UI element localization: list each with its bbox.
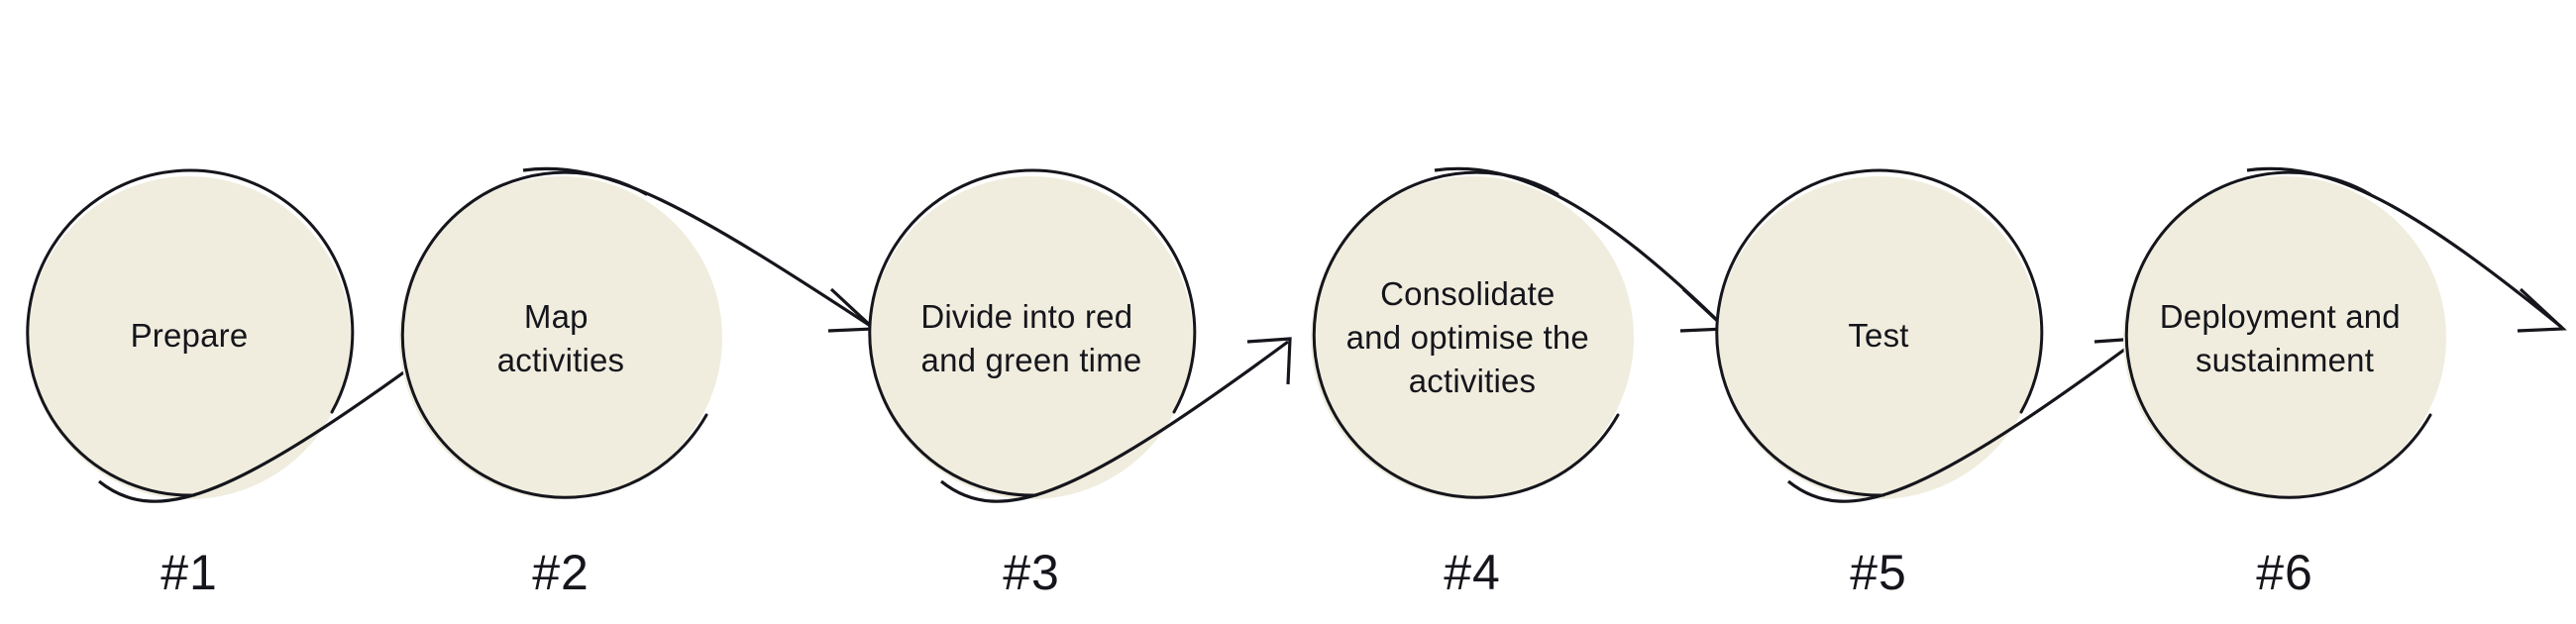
step-circle-fill-3: [870, 176, 1193, 499]
step-text-line: and optimise the: [1346, 319, 1589, 356]
step-text-2: Map activities: [497, 298, 625, 378]
connector-line: [1434, 166, 1726, 329]
process-step-1[interactable]: Prepare #1: [26, 168, 355, 600]
step-text-line: and green time: [921, 342, 1142, 378]
step-text-1: Prepare: [131, 317, 249, 354]
step-text-line: sustainment: [2196, 342, 2374, 378]
connector-line: [940, 340, 1289, 503]
step-circle-outline-5: [1715, 168, 2044, 497]
step-text-line: Divide into red: [920, 298, 1132, 335]
connector-3-to-4: [940, 337, 1292, 503]
connector-line: [1787, 340, 2136, 503]
step-circle-outline-3: [868, 168, 1197, 497]
process-step-3[interactable]: Divide into red and green time #3: [868, 168, 1197, 600]
step-number-6: #6: [2256, 545, 2313, 600]
process-step-4[interactable]: Consolidate and optimise the activities …: [1311, 170, 1634, 600]
step-text-line: Test: [1848, 317, 1908, 354]
step-circle-fill-5: [1717, 176, 2040, 499]
process-step-5[interactable]: Test #5: [1715, 168, 2044, 600]
step-number-3: #3: [1003, 545, 1060, 600]
arrowhead-down-right: [827, 287, 878, 333]
step-text-line: Deployment and: [2160, 298, 2401, 335]
step-circle-fill-1: [28, 176, 351, 499]
step-circle-outline-6: [2124, 170, 2432, 499]
arrowhead-up-right: [1246, 337, 1292, 385]
step-text-line: Map: [524, 298, 589, 335]
step-circle-outline-1: [26, 168, 355, 497]
step-number-2: #2: [532, 545, 590, 600]
step-circle-fill-4: [1311, 176, 1634, 499]
process-step-6[interactable]: Deployment and sustainment #6: [2123, 170, 2446, 600]
step-circle-outline-2: [400, 170, 708, 499]
step-circle-fill-6: [2123, 176, 2446, 499]
step-text-6: Deployment and sustainment: [2160, 298, 2411, 378]
step-text-3: Divide into red and green time: [920, 298, 1141, 378]
arrowhead-down-right: [2517, 287, 2567, 333]
step-text-line: Prepare: [131, 317, 249, 354]
step-number-1: #1: [161, 545, 218, 600]
step-circle-fill-2: [399, 176, 722, 499]
process-step-2[interactable]: Map activities #2: [399, 170, 722, 600]
connector-line: [522, 166, 873, 329]
step-circle-outline-4: [1312, 170, 1620, 499]
step-text-4: Consolidate and optimise the activities: [1346, 275, 1599, 399]
step-number-4: #4: [1444, 545, 1501, 600]
connector-line: [98, 340, 447, 503]
step-text-line: activities: [497, 342, 625, 378]
connector-6-to-next: [2246, 166, 2567, 333]
step-number-5: #5: [1850, 545, 1907, 600]
connector-line: [2246, 166, 2563, 329]
step-text-line: Consolidate: [1380, 275, 1555, 312]
step-text-line: activities: [1409, 363, 1537, 399]
step-text-5: Test: [1848, 317, 1908, 354]
